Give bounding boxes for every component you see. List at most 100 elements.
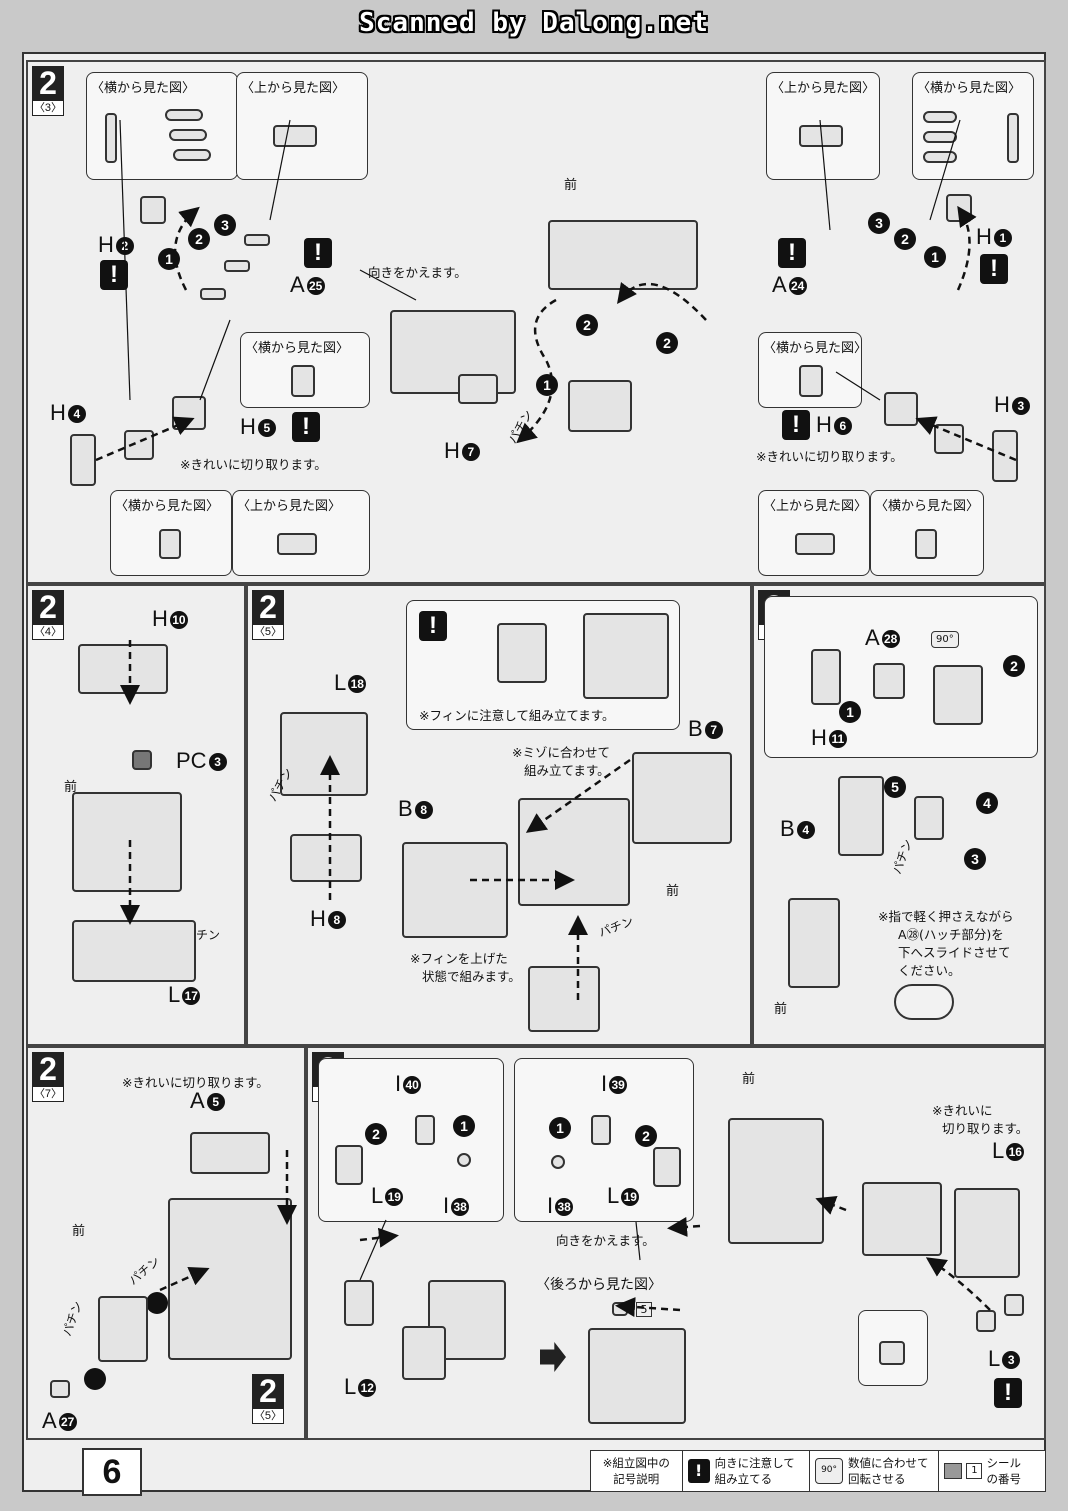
part-small [879, 1341, 905, 1365]
part-pc3 [132, 750, 152, 770]
step-ref-badge: 2 〈5〉 [252, 1373, 284, 1424]
part-b4-shell [838, 776, 884, 856]
order-1: 1 [158, 248, 180, 270]
side-view-box-right-small: 〈横から見た図〉 [758, 332, 867, 408]
rotate-90-icon: 90° [931, 631, 959, 648]
warning-icon: ! [994, 1378, 1022, 1408]
part-h11 [811, 649, 841, 705]
sticker-number: 5 [636, 1302, 652, 1317]
order-1 [84, 1368, 106, 1390]
part-fin [169, 129, 207, 141]
part-core [583, 613, 669, 699]
part-runner [224, 260, 250, 272]
fin-caution-box: ! ※フィンに注意して組み立てます。 [406, 600, 680, 730]
part-l19 [335, 1145, 363, 1185]
part-h7 [458, 374, 498, 404]
legend-rotate: 90° 数値に合わせて 回転させる [810, 1451, 940, 1491]
part-lower-block [528, 966, 600, 1032]
part-cover [98, 1296, 148, 1362]
part-i39 [591, 1115, 611, 1145]
warning-icon: ! [980, 254, 1008, 284]
order-2: 2 [656, 332, 678, 354]
part-fins [934, 424, 964, 454]
top-view-box-left: 〈上から見た図〉 [236, 72, 368, 180]
order-2 [146, 1292, 168, 1314]
part-fin-stack [105, 113, 117, 163]
part-skirt [862, 1182, 942, 1256]
part-runner [200, 288, 226, 300]
order-1: 1 [549, 1117, 571, 1139]
part-fin [923, 151, 957, 163]
part-fin-block [140, 196, 166, 224]
sticker-icon [612, 1302, 628, 1316]
step-badge: 2 〈4〉 [32, 589, 64, 640]
order-3: 3 [868, 212, 890, 234]
part-fin-block [946, 194, 972, 222]
part-a28 [873, 663, 905, 699]
part-bracket [568, 380, 632, 432]
part-small [795, 533, 835, 555]
part-h5-frame [172, 396, 206, 430]
scan-credit: Scanned by Dalong.net [359, 8, 709, 38]
part-i38 [551, 1155, 565, 1169]
rotate-90-icon: 90° [815, 1458, 844, 1484]
warning-icon: ! [782, 410, 810, 440]
part-small [277, 533, 317, 555]
warning-icon: ! [304, 238, 332, 268]
order-1: 1 [536, 374, 558, 396]
warning-icon: ! [778, 238, 806, 268]
part-b8 [402, 842, 508, 938]
order-2: 2 [576, 314, 598, 336]
part-h4 [70, 434, 96, 486]
part-l19 [653, 1147, 681, 1187]
warning-icon: ! [687, 1459, 710, 1483]
symbol-legend: ※組立図中の 記号説明 ! 向きに注意して 組み立てる 90° 数値に合わせて … [590, 1450, 1046, 1492]
part-h10 [78, 644, 168, 694]
part-fin [923, 111, 957, 123]
part-ankle [344, 1280, 374, 1326]
part-i38 [457, 1153, 471, 1167]
order-4: 4 [976, 792, 998, 814]
warning-icon: ! [100, 260, 128, 290]
part-hatch [914, 796, 944, 840]
legend-sticker: 1 シール の番号 [939, 1451, 1045, 1491]
part-fins [124, 430, 154, 460]
part-torso-core [518, 798, 630, 906]
part-fin [165, 109, 203, 121]
order-5: 5 [884, 776, 906, 798]
order-2: 2 [188, 228, 210, 250]
part-torso [168, 1198, 292, 1360]
side-view-box-left: 〈横から見た図〉 [86, 72, 238, 180]
part-l3 [976, 1310, 996, 1332]
order-2: 2 [894, 228, 916, 250]
part-small [291, 365, 315, 397]
part-rear-view [588, 1328, 686, 1424]
part-body-assembly [548, 220, 698, 290]
part-small [799, 365, 823, 397]
part-top [799, 125, 843, 147]
part-h3 [992, 430, 1018, 482]
part-h8 [290, 834, 362, 882]
finger-illustration [894, 984, 954, 1020]
part-l16 [954, 1188, 1020, 1278]
part-h6-frame [884, 392, 918, 426]
side-view-box-right: 〈横から見た図〉 [912, 72, 1034, 180]
order-2: 2 [635, 1125, 657, 1147]
order-1: 1 [453, 1115, 475, 1137]
step-badge: 2 〈5〉 [252, 589, 284, 640]
part-runner [244, 234, 270, 246]
legend-title: ※組立図中の 記号説明 [591, 1451, 683, 1491]
order-2: 2 [365, 1123, 387, 1145]
side-view-box-bottom-left: 〈横から見た図〉 [110, 490, 232, 576]
part-fin-cover [497, 623, 547, 683]
top-view-box-right: 〈上から見た図〉 [766, 72, 880, 180]
top-view-box-bottom-right: 〈上から見た図〉 [758, 490, 870, 576]
part-leg-slide [788, 898, 840, 988]
part-top [273, 125, 317, 147]
